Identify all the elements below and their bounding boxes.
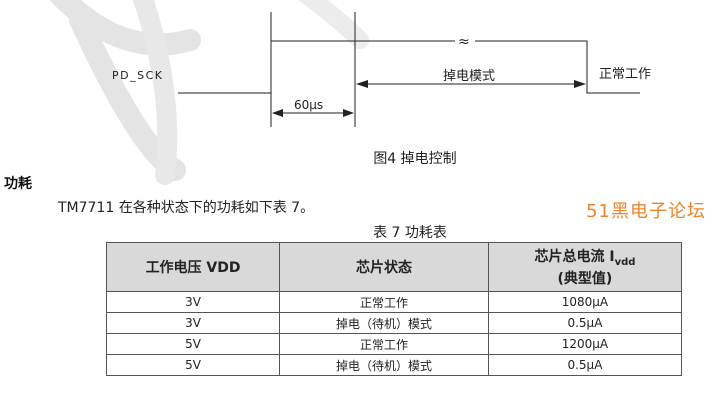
delay-label: 60µs: [294, 98, 323, 112]
cell-state: 掉电（待机）模式: [279, 354, 489, 376]
table-row: 3V 掉电（待机）模式 0.5µA: [105, 312, 683, 334]
header-current: 芯片总电流 Ivdd (典型值): [487, 242, 683, 292]
signal-label: PD_SCK: [112, 69, 163, 82]
powerdown-label: 掉电模式: [443, 69, 495, 84]
cell-current: 0.5µA: [487, 312, 683, 334]
header-current-sub: vdd: [614, 256, 636, 268]
header-current-note: (典型值): [557, 270, 613, 287]
table-row: 3V 正常工作 1080µA: [105, 291, 683, 313]
cell-voltage: 3V: [105, 291, 281, 313]
cell-current: 0.5µA: [487, 354, 683, 376]
table-header-row: 工作电压 VDD 芯片状态 芯片总电流 Ivdd (典型值): [105, 242, 683, 292]
header-state: 芯片状态: [279, 242, 489, 292]
table-row: 5V 正常工作 1200µA: [105, 333, 683, 355]
intro-text: TM7711 在各种状态下的功耗如下表 7。: [58, 200, 315, 216]
cell-voltage: 5V: [105, 333, 281, 355]
figure-caption: 图4 掉电控制: [373, 151, 457, 167]
normal-label: 正常工作: [599, 67, 651, 82]
timing-diagram: PD_SCK ≈ 掉电模式 60µs 正常工作: [112, 12, 651, 127]
cell-current: 1080µA: [487, 291, 683, 313]
power-table: 工作电压 VDD 芯片状态 芯片总电流 Ivdd (典型值) 3V 正常工作 1…: [105, 242, 683, 376]
cell-voltage: 3V: [105, 312, 281, 334]
cell-voltage: 5V: [105, 354, 281, 376]
cell-state: 掉电（待机）模式: [279, 312, 489, 334]
cell-state: 正常工作: [279, 333, 489, 355]
table-caption: 表 7 功耗表: [373, 225, 447, 241]
break-mark: ≈: [458, 34, 470, 50]
header-voltage: 工作电压 VDD: [105, 242, 281, 292]
table-row: 5V 掉电（待机）模式 0.5µA: [105, 354, 683, 376]
pd-sck-waveform: [178, 40, 455, 94]
section-title: 功耗: [4, 176, 32, 192]
cell-current: 1200µA: [487, 333, 683, 355]
forum-watermark-text: 51黑电子论坛: [586, 201, 706, 222]
cell-state: 正常工作: [279, 291, 489, 313]
header-current-main: 芯片总电流 I: [534, 249, 615, 266]
